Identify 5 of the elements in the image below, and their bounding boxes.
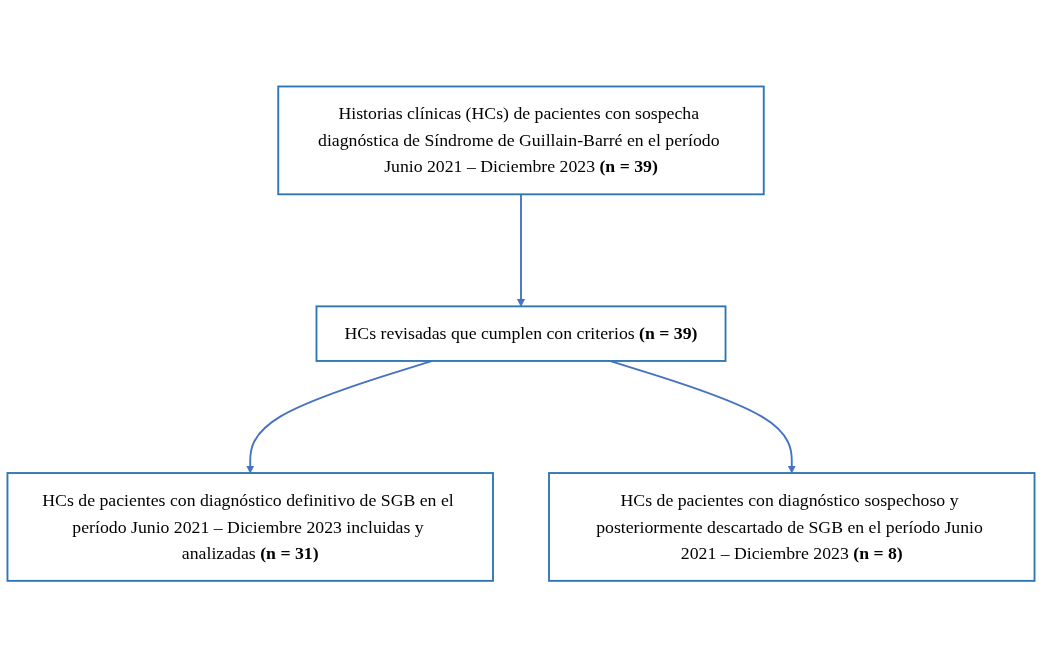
node-box: HCs de pacientes con diagnóstico definitivo de SGB en el período Junio 2021 – Diciembre 2023 incluidas y analizadas (n = 31) bbox=[6, 472, 494, 583]
node-box: Historias clínicas (HCs) de pacientes con sospecha diagnóstica de Síndrome de Guillain-Barré en el período Junio 2021 – Diciembre 2023 (n = 39) bbox=[277, 85, 765, 196]
node-box: HCs de pacientes con diagnóstico sospechoso y posteriormente descartado de SGB en el período Junio 2021 – Diciembre 2023 (n = 8) bbox=[548, 472, 1036, 583]
node-box: HCs revisadas que cumplen con criterios (n = 39) bbox=[315, 305, 727, 363]
arrow bbox=[516, 193, 526, 308]
